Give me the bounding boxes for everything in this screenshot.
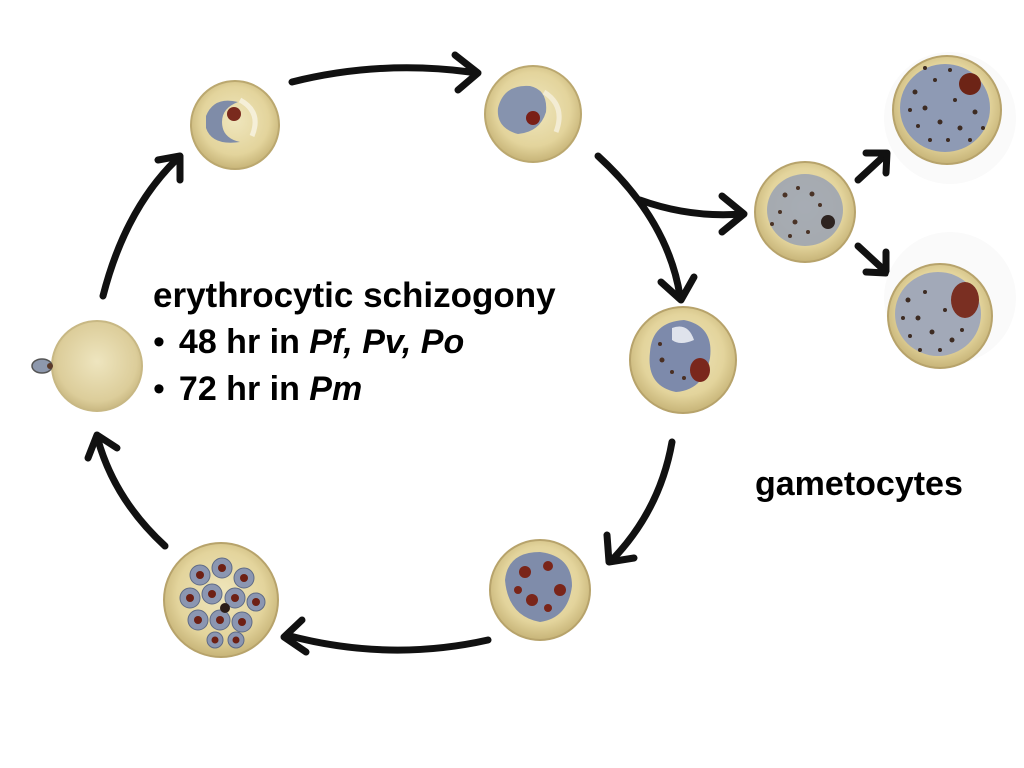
bullet-48hr: • 48 hr in Pf, Pv, Po [153, 323, 464, 362]
arrow-to-macrogametocyte-head [862, 149, 891, 177]
young-trophozoite-cell [484, 65, 582, 163]
arrow-early-to-mature-schizont-head [280, 616, 310, 656]
arrow-mature-to-early-schizont [608, 438, 676, 564]
bullet-marker: • [153, 370, 165, 408]
ring-stage-cell [190, 80, 280, 170]
arrow-schizont-to-merozoite [94, 436, 169, 550]
bullet-species: Pf, Pv, Po [309, 323, 465, 361]
arrow-to-macrogametocyte [854, 152, 888, 184]
arrow-mature-to-early-schizont-head [603, 531, 638, 566]
developing-gametocyte-cell [754, 161, 856, 263]
arrow-merozoite-to-ring-head [154, 152, 184, 184]
cycle-arrows [84, 51, 891, 656]
arrow-early-to-mature-schizont [286, 632, 492, 654]
arrow-to-gametocyte-branch-head [718, 192, 748, 236]
bullet-prefix: 48 hr in [178, 323, 300, 361]
bullet-72hr: • 72 hr in Pm [153, 370, 362, 409]
macrogametocyte-cell [892, 55, 1002, 165]
arrow-ring-to-trophozoite-head [451, 51, 482, 94]
bullet-marker: • [153, 323, 165, 361]
arrow-merozoite-to-ring [99, 156, 180, 300]
mature-schizont-cell [163, 542, 279, 658]
microgametocyte-cell [887, 263, 993, 369]
merozoite-attaching-cell [31, 320, 143, 412]
arrow-to-microgametocyte [854, 242, 888, 274]
bullet-prefix: 72 hr in [178, 370, 300, 408]
arrow-to-microgametocyte-head [862, 248, 890, 277]
cycle-title: erythrocytic schizogony [153, 276, 556, 315]
arrow-schizont-to-merozoite-head [84, 431, 121, 462]
arrow-to-gametocyte-branch [636, 196, 746, 219]
bullet-species: Pm [309, 370, 363, 408]
arrow-trophozoite-to-mature [594, 152, 684, 300]
arrow-trophozoite-to-mature-head [657, 273, 698, 304]
arrow-ring-to-trophozoite [288, 64, 474, 86]
gametocytes-label: gametocytes [755, 465, 963, 503]
mature-trophozoite-cell [629, 306, 737, 414]
early-schizont-cell [489, 539, 591, 641]
